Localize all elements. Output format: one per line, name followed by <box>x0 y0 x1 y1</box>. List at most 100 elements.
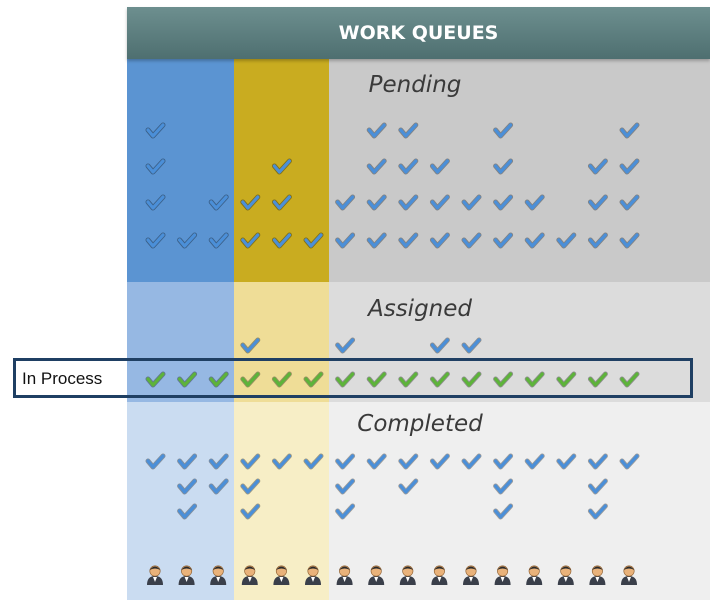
completed-check <box>366 453 387 470</box>
pending-check <box>493 232 514 249</box>
in-process-label: In Process <box>22 369 103 388</box>
pending-check <box>335 194 356 211</box>
worker-icon <box>589 565 606 585</box>
pending-check <box>303 232 324 249</box>
pending-check <box>398 232 419 249</box>
pending-check <box>429 232 450 249</box>
completed-check <box>208 478 229 495</box>
pending-check <box>556 232 577 249</box>
worker-icon <box>305 565 321 585</box>
in-process-check <box>208 371 229 388</box>
worker-icon <box>399 565 416 585</box>
in-process-check <box>240 371 261 388</box>
completed-check <box>240 453 261 470</box>
pending-check <box>619 122 640 139</box>
assigned-check <box>335 337 356 354</box>
pending-check <box>493 158 514 175</box>
pending-check <box>524 232 545 249</box>
pending-check <box>366 122 387 139</box>
pending-check <box>240 232 261 249</box>
completed-check <box>335 453 356 470</box>
worker-icon <box>368 565 385 585</box>
pending-check <box>366 232 387 249</box>
completed-check <box>177 453 198 470</box>
pending-check <box>177 232 198 249</box>
completed-band-gray <box>329 402 710 600</box>
completed-check <box>493 478 514 495</box>
completed-check <box>587 478 608 495</box>
in-process-check <box>429 371 450 388</box>
pending-title: Pending <box>368 72 462 98</box>
in-process-check <box>398 371 419 388</box>
pending-check <box>208 194 229 211</box>
worker-icon <box>494 565 511 585</box>
pending-check <box>240 194 261 211</box>
in-process-check <box>461 371 482 388</box>
completed-check <box>398 453 419 470</box>
completed-check <box>335 503 356 520</box>
completed-check <box>398 478 419 495</box>
completed-check <box>271 453 292 470</box>
in-process-check <box>493 371 514 388</box>
completed-title: Completed <box>357 411 483 437</box>
completed-check <box>556 453 577 470</box>
pending-check <box>587 158 608 175</box>
pending-check <box>208 232 229 249</box>
pending-check <box>398 158 419 175</box>
worker-icon <box>557 565 574 585</box>
pending-check <box>429 194 450 211</box>
completed-check <box>524 453 545 470</box>
worker-icon <box>336 565 353 585</box>
completed-check <box>240 478 261 495</box>
pending-check <box>145 122 166 139</box>
pending-check <box>619 158 640 175</box>
pending-check <box>366 194 387 211</box>
completed-check <box>461 453 482 470</box>
pending-check <box>335 232 356 249</box>
pending-check <box>461 232 482 249</box>
completed-check <box>335 478 356 495</box>
in-process-check <box>271 371 292 388</box>
worker-icon <box>431 565 448 585</box>
in-process-frame <box>13 358 693 398</box>
pending-check <box>366 158 387 175</box>
pending-check <box>524 194 545 211</box>
worker-icon <box>273 565 290 585</box>
assigned-check <box>461 337 482 354</box>
in-process-check <box>556 371 577 388</box>
completed-check <box>303 453 324 470</box>
worker-icon <box>210 565 227 585</box>
assigned-check <box>240 337 261 354</box>
worker-icon <box>147 565 163 585</box>
assigned-check <box>429 337 450 354</box>
in-process-check <box>587 371 608 388</box>
pending-check <box>145 158 166 175</box>
pending-check <box>587 232 608 249</box>
pending-check <box>493 194 514 211</box>
in-process-check <box>524 371 545 388</box>
completed-check <box>493 453 514 470</box>
pending-check <box>271 158 292 175</box>
completed-check <box>493 503 514 520</box>
pending-check <box>398 122 419 139</box>
completed-check <box>587 503 608 520</box>
pending-check <box>619 194 640 211</box>
worker-icon <box>463 565 479 585</box>
header-title: WORK QUEUES <box>338 22 499 44</box>
pending-check <box>619 232 640 249</box>
assigned-title: Assigned <box>367 296 473 322</box>
worker-icon <box>241 565 258 585</box>
pending-check <box>461 194 482 211</box>
completed-check <box>208 453 229 470</box>
pending-check <box>429 158 450 175</box>
assigned-band-gray <box>329 282 710 402</box>
pending-check <box>493 122 514 139</box>
worker-icon <box>526 565 543 585</box>
completed-check <box>145 453 166 470</box>
completed-check <box>240 503 261 520</box>
pending-check <box>145 194 166 211</box>
pending-band-gray <box>329 59 710 282</box>
in-process-check <box>366 371 387 388</box>
pending-check <box>271 194 292 211</box>
